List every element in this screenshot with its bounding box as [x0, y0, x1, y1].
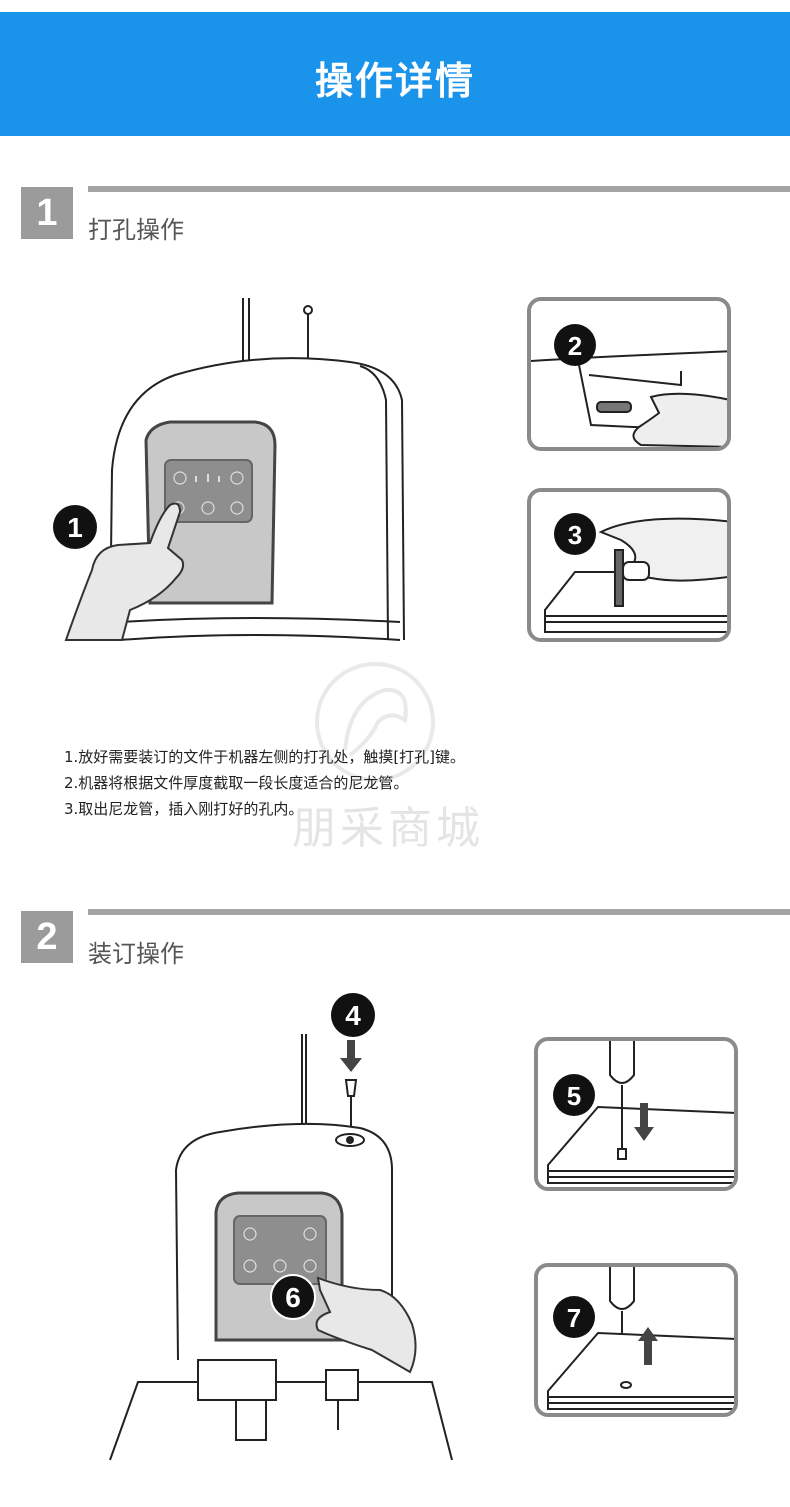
- step-5-panel: 5: [534, 1037, 738, 1191]
- section-1-steps: 1.放好需要装订的文件于机器左侧的打孔处，触摸[打孔]键。 2.机器将根据文件厚…: [64, 744, 465, 822]
- svg-text:6: 6: [285, 1282, 301, 1313]
- section-1-number: 1: [21, 187, 73, 239]
- step-badge-3: 3: [554, 513, 596, 555]
- section-1-divider: [88, 186, 790, 192]
- page-title: 操作详情: [314, 59, 475, 103]
- section-2-divider: [88, 909, 790, 915]
- header-banner: 操作详情: [0, 12, 790, 136]
- svg-text:7: 7: [567, 1303, 581, 1333]
- step-text-3: 3.取出尼龙管，插入刚打好的孔内。: [64, 800, 304, 818]
- step-badge-7: 7: [553, 1296, 595, 1338]
- step-badge-1: 1: [53, 505, 97, 549]
- section-2-title: 装订操作: [88, 940, 184, 968]
- svg-text:3: 3: [568, 520, 582, 550]
- svg-text:2: 2: [568, 331, 582, 361]
- section-2-number: 2: [21, 911, 73, 963]
- step-badge-5: 5: [553, 1074, 595, 1116]
- step-7-panel: 7: [534, 1263, 738, 1417]
- svg-text:5: 5: [567, 1081, 581, 1111]
- step-badge-4: 4: [331, 993, 375, 1037]
- step-text-2: 2.机器将根据文件厚度截取一段长度适合的尼龙管。: [64, 774, 409, 792]
- svg-text:4: 4: [345, 1000, 361, 1031]
- watermark-text: 朋采商城: [292, 803, 484, 854]
- watermark-logo: [315, 662, 435, 782]
- section-1-title: 打孔操作: [88, 216, 184, 244]
- step-badge-6: 6: [270, 1274, 316, 1320]
- step-text-1: 1.放好需要装订的文件于机器左侧的打孔处，触摸[打孔]键。: [64, 748, 466, 766]
- step-2-panel: 2: [527, 297, 731, 451]
- step-3-panel: 3: [527, 488, 731, 642]
- svg-text:1: 1: [67, 512, 83, 543]
- step-badge-2: 2: [554, 324, 596, 366]
